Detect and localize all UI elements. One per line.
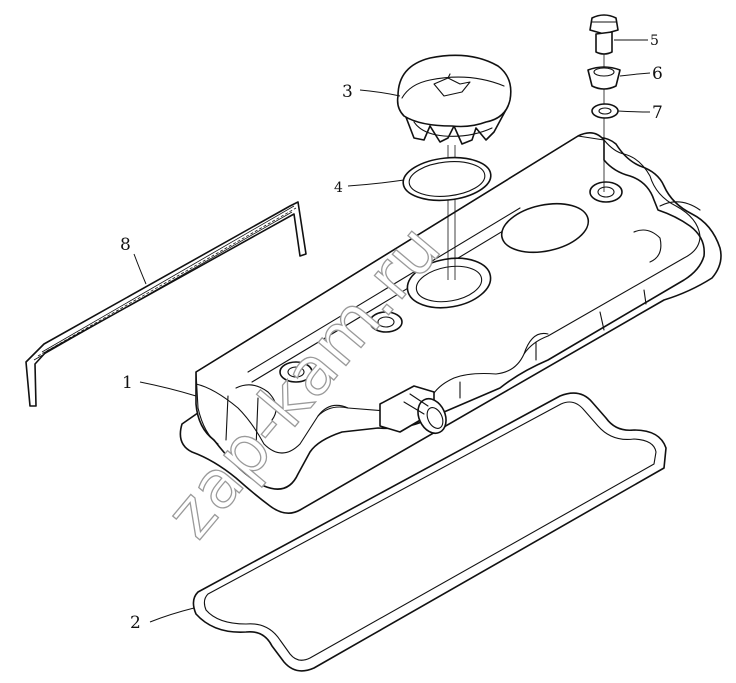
part-1-valve-cover [179,132,722,514]
leader-line-6 [619,72,651,77]
callout-1: 1 [122,373,133,393]
callout-8: 8 [120,235,131,255]
part-4-o-ring [402,156,492,202]
part-3-oil-filler-cap [396,54,512,145]
leader-line-3 [359,89,401,97]
part-6-grommet [587,66,621,90]
callout-7: 7 [652,103,663,123]
callout-4: 4 [334,180,343,196]
part-8-gasket-strip [25,201,307,407]
leader-line-2 [149,607,195,623]
part-7-washer [591,103,619,119]
callout-5: 5 [650,33,659,49]
leader-line-1 [139,381,197,397]
leader-line-8 [133,253,147,285]
callout-2: 2 [130,613,141,633]
callout-3: 3 [342,82,353,102]
part-2-cover-gasket [192,392,667,672]
leader-line-7 [617,110,651,113]
leader-line-4 [347,179,405,187]
part-5-bolt [589,14,619,55]
callout-6: 6 [652,64,663,84]
